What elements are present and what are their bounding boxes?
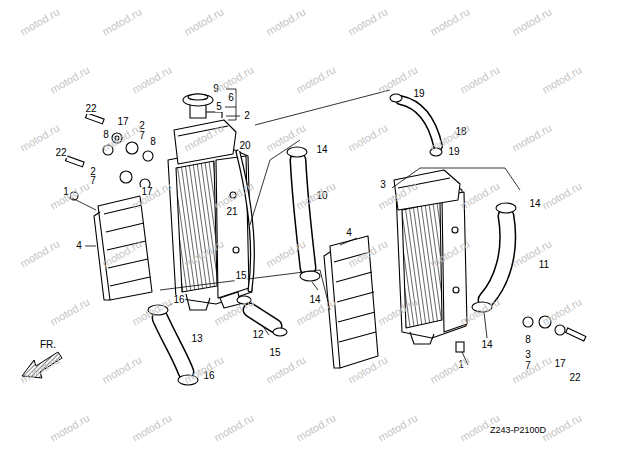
callout-number: 21	[225, 207, 238, 217]
callout-number: 19	[412, 89, 425, 99]
watermark: motod.ru	[18, 238, 61, 269]
callout-number: 17	[116, 117, 129, 127]
callout-number: 2	[243, 111, 251, 121]
callout-number: 3	[524, 350, 532, 360]
callout-number: 14	[315, 145, 328, 155]
callout-number: 14	[480, 340, 493, 350]
watermark: motod.ru	[428, 354, 471, 385]
watermark: motod.ru	[212, 64, 255, 95]
watermark: motod.ru	[540, 412, 583, 443]
callout-number: 4	[75, 241, 83, 251]
callout-number: 15	[234, 271, 247, 281]
watermark: motod.ru	[48, 296, 91, 327]
callout-number: 17	[553, 359, 566, 369]
watermark: motod.ru	[18, 6, 61, 37]
callout-number: 5	[215, 102, 223, 112]
callout-number: 8	[524, 335, 532, 345]
watermark: motod.ru	[212, 412, 255, 443]
watermark: motod.ru	[540, 296, 583, 327]
callout-number: 22	[54, 148, 67, 158]
callout-number: 12	[251, 330, 264, 340]
callout-number: 14	[528, 199, 541, 209]
watermark: motod.ru	[510, 6, 553, 37]
callout-number: 8	[149, 137, 157, 147]
watermark: motod.ru	[100, 354, 143, 385]
watermark: motod.ru	[346, 122, 389, 153]
callout-number: FR.	[39, 340, 57, 350]
watermark: motod.ru	[100, 6, 143, 37]
watermark: motod.ru	[130, 412, 173, 443]
callout-number: 11	[538, 260, 550, 270]
watermark: motod.ru	[510, 122, 553, 153]
callout-number: 16	[172, 295, 185, 305]
watermark: motod.ru	[264, 354, 307, 385]
callout-number: 20	[238, 141, 251, 151]
watermark: motod.ru	[294, 64, 337, 95]
callout-number: 3	[379, 180, 387, 190]
callout-number: 6	[227, 93, 235, 103]
watermark: motod.ru	[18, 354, 61, 385]
watermark: motod.ru	[458, 180, 501, 211]
watermark: motod.ru	[48, 64, 91, 95]
callout-number: 15	[268, 348, 281, 358]
callout-number: 22	[568, 373, 581, 383]
watermark: motod.ru	[130, 180, 173, 211]
callout-number: 22	[84, 104, 97, 114]
watermark: motod.ru	[130, 64, 173, 95]
watermark: motod.ru	[510, 354, 553, 385]
watermark: motod.ru	[428, 6, 471, 37]
watermark: motod.ru	[346, 6, 389, 37]
drawing-code: Z243-P2100D	[490, 426, 546, 435]
watermark: motod.ru	[48, 180, 91, 211]
watermark: motod.ru	[540, 64, 583, 95]
watermark: motod.ru	[48, 412, 91, 443]
callout-number: 4	[345, 228, 353, 238]
callout-number: 19	[447, 147, 460, 157]
watermark: motod.ru	[540, 180, 583, 211]
watermark: motod.ru	[376, 412, 419, 443]
watermark: motod.ru	[182, 6, 225, 37]
watermark: motod.ru	[294, 412, 337, 443]
callout-number: 7	[89, 176, 97, 186]
watermark: motod.ru	[264, 6, 307, 37]
watermark: motod.ru	[458, 64, 501, 95]
callout-number: 13	[190, 334, 203, 344]
